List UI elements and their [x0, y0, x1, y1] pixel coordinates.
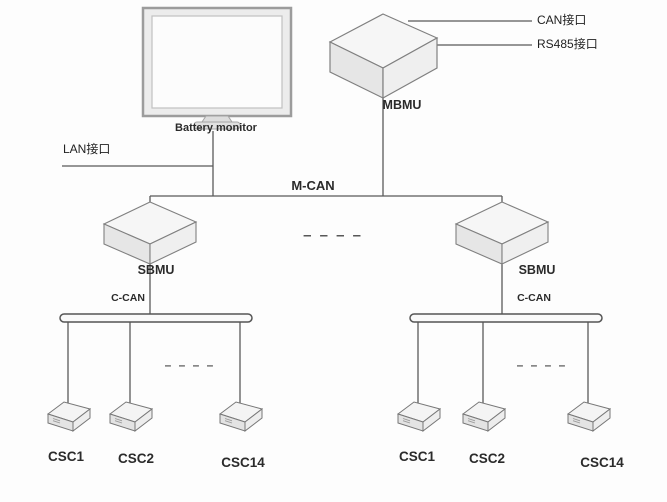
csc-right-1-box-graphic — [397, 401, 441, 432]
csc-left-2-box-graphic — [109, 401, 153, 432]
mbmu-box-graphic — [329, 13, 438, 99]
right-ellipsis: – – – – — [516, 358, 568, 372]
lan-port-label: LAN接口 — [63, 142, 111, 156]
ccan-left-bus-bar — [59, 313, 253, 323]
rs485-port-label: RS485接口 — [537, 37, 598, 51]
ccan-right-bus-label: C-CAN — [517, 292, 551, 304]
csc-right-3-box-graphic — [567, 401, 611, 432]
csc-right-3-label: CSC14 — [580, 455, 624, 470]
sbmu-right-box-graphic — [455, 201, 549, 265]
mcan-bus-label: M-CAN — [291, 178, 335, 193]
battery-monitor-label: Battery monitor — [175, 122, 257, 134]
can-port-label: CAN接口 — [537, 13, 587, 27]
csc-left-3-label: CSC14 — [221, 455, 265, 470]
csc-left-2-label: CSC2 — [117, 451, 155, 466]
sbmu-left-label: SBMU — [137, 263, 175, 277]
csc-right-2-label: CSC2 — [468, 451, 506, 466]
sbmu-left-box-graphic — [103, 201, 197, 265]
csc-left-3-box-graphic — [219, 401, 263, 432]
ccan-right-bus-bar — [409, 313, 603, 323]
csc-left-1-box-graphic — [47, 401, 91, 432]
mbmu-label: MBMU — [382, 98, 422, 112]
csc-right-2-box-graphic — [462, 401, 506, 432]
connector-lines — [62, 20, 589, 404]
ccan-left-bus-label: C-CAN — [111, 292, 145, 304]
mid-ellipsis: – – – – — [303, 227, 363, 244]
sbmu-right-label: SBMU — [518, 263, 556, 277]
left-ellipsis: – – – – — [164, 358, 216, 372]
csc-left-1-label: CSC1 — [47, 449, 85, 464]
csc-right-1-label: CSC1 — [398, 449, 436, 464]
battery-monitor-graphic — [141, 6, 293, 130]
